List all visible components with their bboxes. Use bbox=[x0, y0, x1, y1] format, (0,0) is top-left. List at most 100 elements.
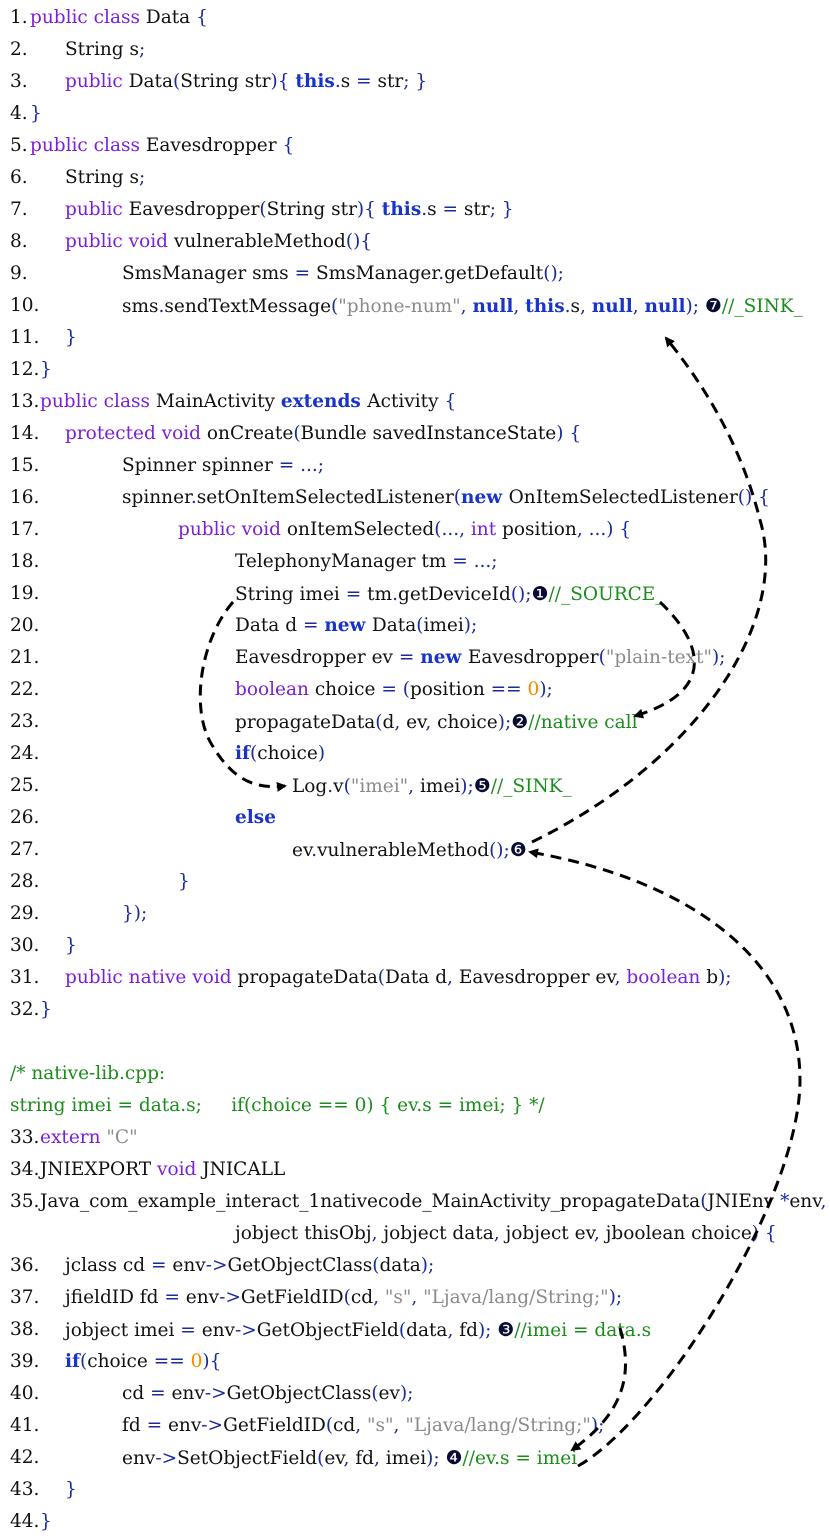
code-token: null bbox=[591, 296, 633, 317]
code-token: ev bbox=[406, 712, 426, 733]
code-token: position bbox=[502, 519, 577, 540]
code-token: Spinner spinner bbox=[122, 455, 279, 476]
code-token: GetObjectClass bbox=[226, 1383, 372, 1404]
code-token: s bbox=[570, 296, 581, 317]
line-code: Spinner spinner = ...; bbox=[122, 450, 324, 482]
code-token: ) { bbox=[556, 423, 582, 444]
line-number: 9. bbox=[10, 263, 28, 284]
code-token: Eavesdropper ev bbox=[458, 967, 615, 988]
line-number: 4. bbox=[10, 103, 28, 124]
line-number: 28. bbox=[10, 871, 40, 892]
line-number: 25. bbox=[10, 775, 40, 796]
code-token: position bbox=[409, 679, 491, 700]
code-token: jclass cd bbox=[65, 1255, 151, 1276]
code-token: env bbox=[167, 1415, 202, 1436]
code-token: public class bbox=[30, 7, 146, 28]
code-token: , bbox=[373, 1287, 385, 1308]
code-token: Activity bbox=[367, 391, 445, 412]
code-token: new bbox=[324, 615, 372, 636]
code-token: ); bbox=[463, 615, 478, 636]
code-token: ; } bbox=[403, 71, 428, 92]
code-token: -> bbox=[201, 1415, 224, 1436]
code-token: = bbox=[146, 1415, 168, 1436]
code-token: Eavesdropper ev bbox=[235, 647, 399, 668]
line-number: 3. bbox=[10, 71, 28, 92]
code-token: = bbox=[164, 1287, 186, 1308]
line-code: string imei = data.s; if(choice == 0) { … bbox=[10, 1090, 545, 1122]
code-token: ); bbox=[590, 1415, 605, 1436]
line-number: 37. bbox=[10, 1287, 40, 1308]
code-token: vulnerableMethod bbox=[317, 840, 490, 861]
code-token: ( bbox=[416, 615, 424, 636]
line-code: String imei = tm.getDeviceId();❶//_SOURC… bbox=[235, 578, 665, 611]
code-token: . bbox=[311, 840, 318, 861]
line-number: 34. bbox=[10, 1159, 40, 1180]
code-token: ( bbox=[173, 71, 181, 92]
line-number: 43. bbox=[10, 1479, 40, 1500]
code-token: "imei" bbox=[350, 776, 409, 797]
code-token: this bbox=[295, 71, 335, 92]
code-token: = bbox=[345, 584, 368, 605]
line-code: env->SetObjectField(ev, fd, imei); ❹//ev… bbox=[122, 1442, 577, 1475]
line-number: 22. bbox=[10, 679, 40, 700]
code-token: spinner bbox=[122, 487, 191, 508]
code-token: ); bbox=[477, 1320, 498, 1341]
code-token: ) { bbox=[751, 1223, 777, 1244]
code-token: ❷ bbox=[511, 711, 529, 733]
line-number: 1. bbox=[10, 7, 28, 28]
code-token: Eavesdropper bbox=[128, 199, 260, 220]
code-token: JNIEnv bbox=[707, 1191, 781, 1212]
code-token: Data d bbox=[384, 967, 448, 988]
line-number: 39. bbox=[10, 1351, 40, 1372]
code-token: = bbox=[180, 1320, 202, 1341]
code-token: v bbox=[333, 776, 344, 797]
code-token: /* native-lib.cpp: bbox=[10, 1063, 166, 1084]
line-number: 5. bbox=[10, 135, 28, 156]
code-token: 0 bbox=[190, 1351, 203, 1372]
code-token: { bbox=[444, 391, 457, 412]
line-code: extern "C" bbox=[40, 1122, 138, 1154]
code-token: , bbox=[614, 967, 627, 988]
line-number: 30. bbox=[10, 935, 40, 956]
code-token: onItemSelected bbox=[286, 519, 435, 540]
code-token: ( bbox=[325, 1415, 334, 1436]
code-token: jfieldID fd bbox=[65, 1287, 165, 1308]
code-token: , ...) { bbox=[576, 519, 632, 540]
code-token: b bbox=[706, 967, 719, 988]
line-number: 36. bbox=[10, 1255, 40, 1276]
code-token: imei bbox=[419, 776, 461, 797]
code-token: = bbox=[302, 615, 325, 636]
code-token: GetFieldID bbox=[240, 1287, 344, 1308]
line-number: 35. bbox=[10, 1191, 40, 1212]
code-token: , bbox=[374, 1448, 386, 1469]
code-token: , bbox=[408, 776, 420, 797]
code-token: (); bbox=[543, 263, 564, 284]
code-token: int bbox=[470, 519, 503, 540]
code-token: } bbox=[40, 1511, 52, 1532]
code-token: ev bbox=[292, 840, 312, 861]
line-code: } bbox=[40, 1506, 52, 1538]
line-number: 42. bbox=[10, 1447, 40, 1468]
code-token: ( bbox=[371, 1383, 379, 1404]
code-token: , bbox=[632, 296, 645, 317]
code-token: jobject data bbox=[383, 1223, 494, 1244]
code-token: public void bbox=[65, 231, 174, 252]
line-number: 21. bbox=[10, 647, 40, 668]
line-code: ev.vulnerableMethod();❻ bbox=[292, 834, 527, 867]
code-token: public bbox=[65, 199, 129, 220]
code-token: str bbox=[463, 199, 490, 220]
line-code: String s; bbox=[65, 162, 145, 194]
code-token: ev bbox=[324, 1448, 344, 1469]
line-code: sms.sendTextMessage("phone-num", null, t… bbox=[122, 290, 803, 323]
line-number: 8. bbox=[10, 231, 28, 252]
code-token: Java_com_example_interact_1nativecode_Ma… bbox=[40, 1191, 701, 1212]
code-token: ); bbox=[539, 679, 553, 700]
line-code: propagateData(d, ev, choice);❷//native c… bbox=[235, 706, 638, 739]
code-token: , bbox=[393, 1415, 406, 1436]
code-token: this bbox=[381, 199, 422, 220]
line-code: public class MainActivity extends Activi… bbox=[40, 386, 456, 418]
code-token: ); bbox=[718, 967, 732, 988]
code-token: }); bbox=[122, 903, 148, 924]
code-token: } bbox=[40, 359, 52, 380]
code-token: . bbox=[158, 296, 165, 317]
